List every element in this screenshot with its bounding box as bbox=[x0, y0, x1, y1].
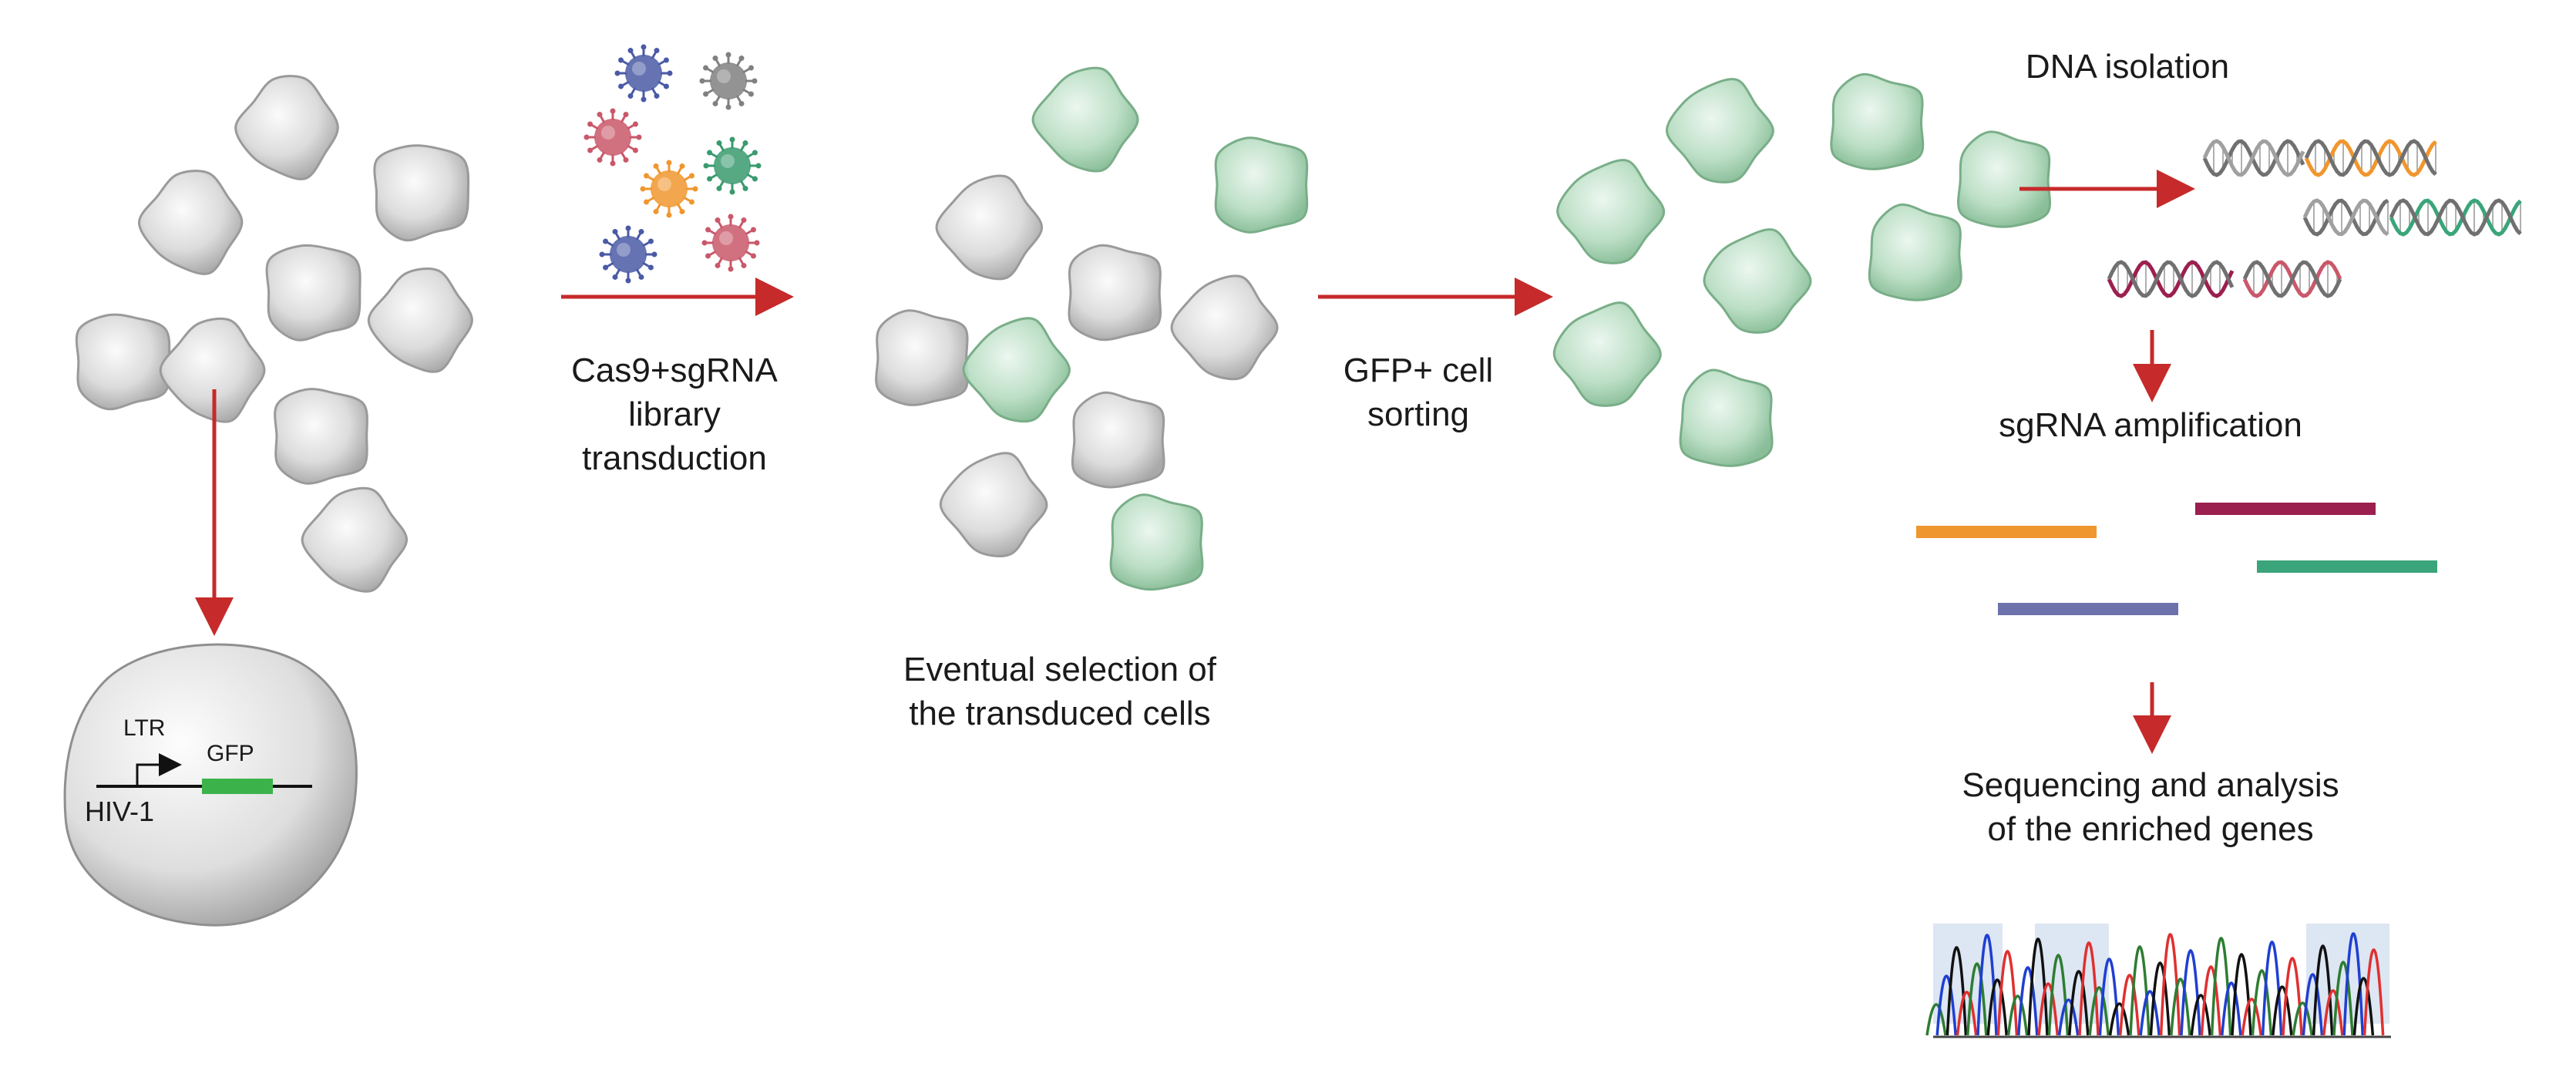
cell-icon bbox=[935, 174, 1044, 281]
cell-icon bbox=[159, 317, 266, 423]
ltr-promoter-arrow bbox=[136, 753, 182, 786]
chromatogram-icon bbox=[1925, 924, 2391, 1038]
selection-label-line1: Eventual selection of bbox=[903, 651, 1217, 688]
transduced-cell-icon bbox=[1665, 78, 1774, 183]
sorting-label-line1: GFP+ cell bbox=[1343, 352, 1494, 389]
selection-label: Eventual selection of the transduced cel… bbox=[844, 648, 1276, 735]
dna-helix-icon bbox=[2107, 139, 2522, 298]
transduced-cell-icon bbox=[1830, 72, 1925, 170]
transduced-cell-cluster bbox=[875, 66, 1309, 591]
gfp-label: GFP bbox=[207, 741, 254, 766]
transduced-cell-icon bbox=[962, 317, 1071, 423]
virus-icon bbox=[614, 44, 673, 103]
virus-icon bbox=[583, 108, 642, 167]
virus-icon bbox=[701, 214, 760, 272]
virus-icon bbox=[640, 160, 698, 218]
sorted-gfp-cell-cluster bbox=[1552, 72, 2052, 467]
virus-icon bbox=[699, 52, 758, 110]
cell-icon bbox=[367, 268, 473, 373]
cell-icon bbox=[137, 170, 244, 275]
transduced-cell-icon bbox=[1957, 130, 2052, 228]
sgrna-fragments bbox=[1916, 503, 2437, 615]
sorting-label-line2: sorting bbox=[1367, 395, 1470, 434]
transduced-cell-icon bbox=[1031, 66, 1139, 173]
sgrna-bar bbox=[1916, 526, 2097, 538]
untransduced-cell-cluster bbox=[75, 75, 473, 593]
gfp-gene-bar bbox=[202, 779, 273, 794]
cell-icon bbox=[75, 313, 171, 411]
cell-icon bbox=[274, 388, 368, 485]
selection-label-line2: the transduced cells bbox=[909, 695, 1211, 733]
lentiviral-library-icon bbox=[583, 44, 762, 284]
transduced-cell-icon bbox=[1214, 136, 1309, 234]
sgrna-bar bbox=[1998, 603, 2178, 615]
cell-icon bbox=[939, 452, 1048, 557]
cell-icon bbox=[1068, 244, 1162, 342]
cell-icon bbox=[301, 486, 409, 593]
cell-icon bbox=[875, 309, 969, 406]
cell-icon bbox=[265, 244, 362, 342]
virus-icon bbox=[599, 225, 657, 284]
transduction-label-line1: Cas9+sgRNA bbox=[571, 352, 778, 389]
sequencing-label: Sequencing and analysis of the enriched … bbox=[1896, 763, 2405, 851]
transduction-label-line2: library bbox=[628, 395, 721, 434]
sgrna-bar bbox=[2195, 503, 2376, 515]
cell-icon bbox=[234, 75, 339, 180]
transduced-cell-icon bbox=[1679, 368, 1774, 467]
sgrna-bar bbox=[2257, 560, 2437, 573]
cell-icon bbox=[1071, 391, 1165, 489]
virus-icon bbox=[703, 136, 762, 195]
sorting-label: GFP+ cell sorting bbox=[1303, 348, 1534, 436]
arrows bbox=[195, 170, 2195, 754]
transduced-cell-icon bbox=[1552, 301, 1662, 407]
ltr-label: LTR bbox=[123, 715, 166, 741]
cell-icon bbox=[1170, 274, 1279, 381]
transduction-label: Cas9+sgRNA library transduction bbox=[540, 348, 809, 481]
transduced-cell-icon bbox=[1556, 159, 1666, 264]
sgrna-amplification-label: sgRNA amplification bbox=[1999, 406, 2302, 444]
transduced-cell-icon bbox=[1868, 203, 1962, 301]
cell-icon bbox=[373, 144, 470, 242]
sequencing-label-line1: Sequencing and analysis bbox=[1962, 766, 2339, 804]
sequencing-label-line2: of the enriched genes bbox=[1987, 810, 2314, 849]
transduction-label-line3: transduction bbox=[582, 439, 767, 478]
dna-isolation-label: DNA isolation bbox=[2025, 48, 2230, 86]
transduced-cell-icon bbox=[1109, 493, 1204, 591]
hiv-label: HIV-1 bbox=[85, 796, 155, 827]
hiv-construct bbox=[96, 753, 312, 794]
transduced-cell-icon bbox=[1703, 228, 1812, 334]
